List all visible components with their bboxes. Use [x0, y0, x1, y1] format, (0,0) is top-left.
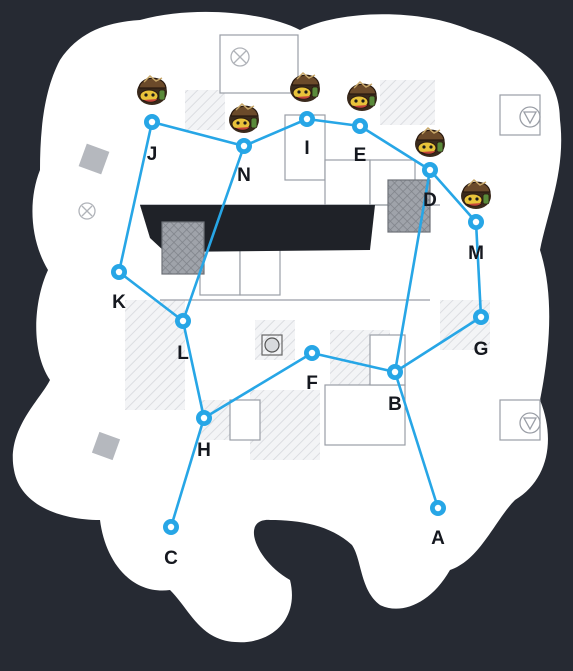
node-dot-center	[240, 142, 248, 150]
route-edge-e-d	[358, 124, 432, 172]
helmeted-creature-icon	[137, 75, 167, 105]
node-label-m: M	[468, 243, 484, 264]
helmeted-creature-icon	[461, 179, 491, 209]
route-edge-b-a	[393, 370, 440, 510]
route-edge-h-c	[169, 416, 206, 529]
route-edge-b-g	[393, 315, 483, 374]
route-node-k[interactable]: K	[111, 264, 127, 313]
node-label-g: G	[474, 339, 489, 360]
map-symbols	[78, 47, 541, 434]
route-node-n[interactable]: N	[236, 138, 252, 186]
route-node-d[interactable]: D	[422, 162, 438, 211]
route-node-g[interactable]: G	[473, 309, 489, 360]
route-edge-d-m	[428, 168, 478, 224]
route-edge-l-h	[181, 319, 206, 420]
route-node-l[interactable]: L	[175, 313, 191, 364]
helmeted-creature-icon	[347, 81, 377, 111]
node-dot-center	[434, 504, 442, 512]
route-node-f[interactable]: F	[304, 345, 320, 394]
node-label-d: D	[423, 190, 437, 211]
route-edge-j-k	[117, 120, 154, 274]
node-label-h: H	[197, 440, 211, 461]
route-node-j[interactable]: J	[144, 114, 160, 165]
helmeted-creature-icon	[229, 103, 259, 133]
route-edge-k-l	[117, 270, 185, 323]
node-dot-center	[179, 317, 187, 325]
helmeted-creature-icon	[415, 127, 445, 157]
route-edge-n-i	[242, 117, 309, 148]
route-edge-g-m	[474, 220, 483, 319]
node-dot-center	[303, 115, 311, 123]
node-label-i: I	[304, 138, 309, 159]
route-node-m[interactable]: M	[468, 214, 484, 264]
node-label-a: A	[431, 528, 445, 549]
route-edges	[117, 117, 483, 529]
node-label-c: C	[164, 548, 178, 569]
node-label-f: F	[306, 373, 318, 394]
route-edge-j-n	[150, 120, 246, 148]
node-label-j: J	[147, 144, 158, 165]
route-node-c[interactable]: C	[163, 519, 179, 569]
route-edge-h-f	[202, 351, 314, 420]
route-edge-d-b	[393, 168, 432, 374]
node-dot-center	[391, 368, 399, 376]
route-node-e[interactable]: E	[352, 118, 368, 166]
route-edge-i-e	[305, 117, 362, 128]
route-edge-f-b	[310, 351, 397, 374]
route-node-i[interactable]: I	[299, 111, 315, 159]
node-dot-center	[426, 166, 434, 174]
node-label-l: L	[177, 343, 189, 364]
route-nodes: A B C D E F G H I J K L M N	[111, 111, 489, 569]
route-node-h[interactable]: H	[196, 410, 212, 461]
node-label-n: N	[237, 165, 251, 186]
node-dot-center	[477, 313, 485, 321]
route-node-a[interactable]: A	[430, 500, 446, 549]
route-edge-n-l	[181, 144, 246, 323]
node-dot-center	[308, 349, 316, 357]
node-dot-center	[472, 218, 480, 226]
marker-layer	[137, 72, 491, 209]
route-node-b[interactable]: B	[387, 364, 403, 415]
node-dot-center	[115, 268, 123, 276]
node-label-e: E	[354, 145, 367, 166]
node-label-k: K	[112, 292, 126, 313]
node-dot-center	[200, 414, 208, 422]
node-dot-center	[148, 118, 156, 126]
node-label-b: B	[388, 394, 402, 415]
node-dot-center	[356, 122, 364, 130]
helmeted-creature-icon	[290, 72, 320, 102]
node-dot-center	[167, 523, 175, 531]
